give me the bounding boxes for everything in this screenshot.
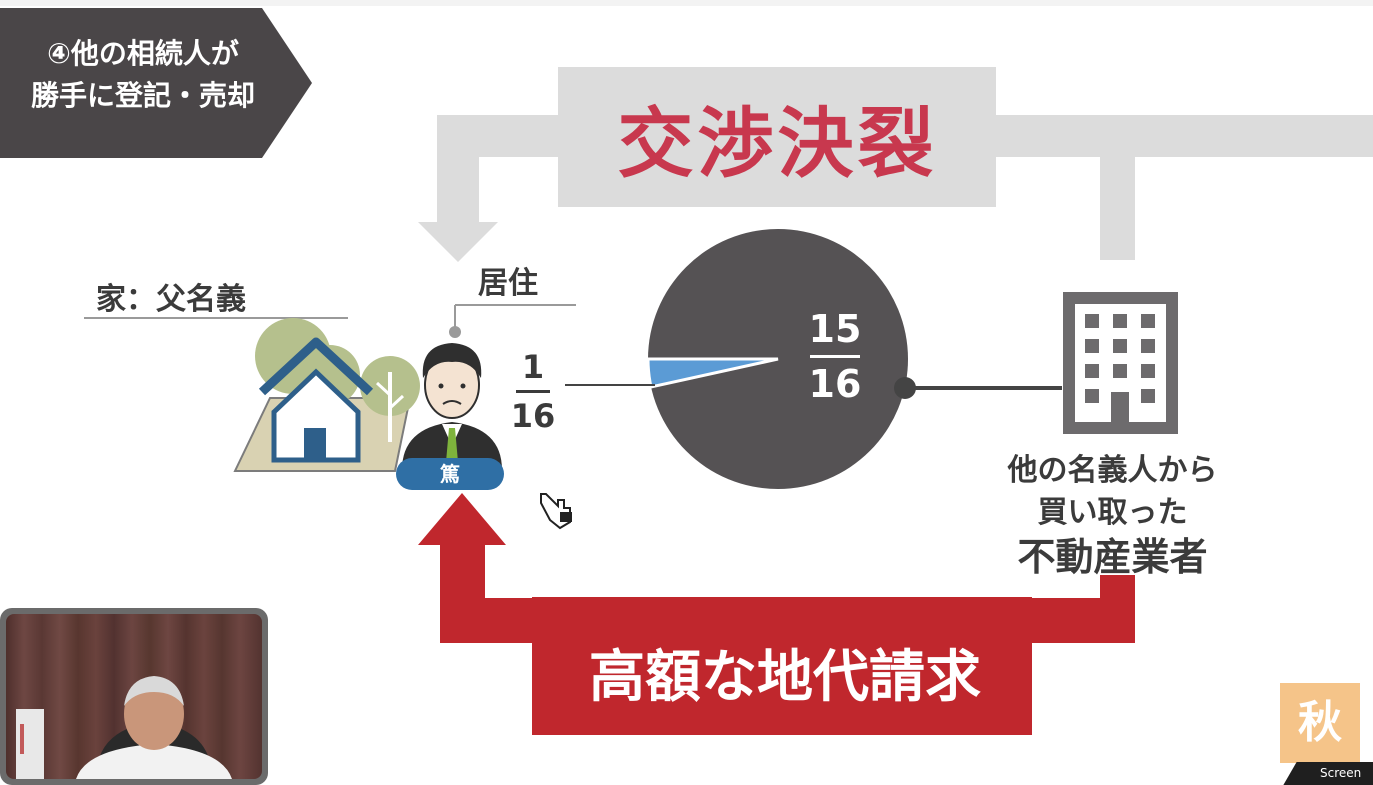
red-arrow-right-leg: [1100, 575, 1135, 643]
section-badge-text: ④他の相続人が 勝手に登記・売却: [8, 33, 278, 117]
red-arrow-left-leg: [440, 538, 485, 643]
company-line-2: 買い取った: [1037, 495, 1188, 530]
negotiation-arrow: [418, 67, 1373, 262]
small-share-denominator: 16: [510, 397, 556, 435]
gray-arrow-right-leg: [1100, 115, 1135, 260]
recorder-watermark: Screen: [1320, 766, 1362, 780]
high-rent-demand-text: 高額な地代請求: [589, 645, 981, 710]
large-share-fraction: 15 16: [800, 307, 870, 406]
person-icon: [402, 343, 502, 470]
webcam-overlay[interactable]: [0, 608, 268, 785]
company-description: 他の名義人から 買い取った 不動産業者: [980, 450, 1245, 580]
hand-cursor-icon: [540, 493, 572, 530]
red-demand-box: [532, 597, 1032, 735]
presenter-video: [16, 676, 232, 779]
resident-label-dot: [449, 326, 461, 338]
channel-logo: 秋: [1280, 683, 1360, 763]
demand-arrow: [418, 493, 1135, 735]
negotiation-breakdown-title: 交渉決裂: [617, 99, 938, 188]
webcam-feed: [6, 614, 262, 779]
ownership-pie-chart: [565, 229, 1062, 489]
small-share-fraction: 1 16: [508, 348, 558, 435]
building-icon: [1063, 292, 1178, 434]
badge-line-2: 勝手に登記・売却: [30, 79, 255, 112]
red-arrow-head: [418, 493, 506, 545]
large-share-denominator: 16: [808, 362, 862, 406]
company-line-1: 他の名義人から: [1007, 453, 1218, 488]
pie-small-share: [646, 357, 779, 389]
window-top-strip: [0, 0, 1373, 6]
gray-arrow-head: [418, 222, 498, 262]
large-share-numerator: 15: [808, 307, 862, 351]
gray-title-box: [558, 67, 996, 207]
company-link-dot: [894, 377, 916, 399]
house-icon: [233, 318, 420, 472]
company-line-3: 不動産業者: [1017, 535, 1208, 579]
person-name-tag-text: 篤: [440, 462, 460, 486]
person-name-tag: [396, 458, 504, 490]
section-badge: [0, 8, 312, 158]
badge-line-1: ④他の相続人が: [47, 37, 239, 70]
resident-label: 居住: [478, 266, 538, 301]
gray-arrow-left-leg: [437, 115, 479, 230]
small-share-numerator: 1: [521, 348, 545, 386]
house-label: 家：父名義: [96, 282, 246, 317]
